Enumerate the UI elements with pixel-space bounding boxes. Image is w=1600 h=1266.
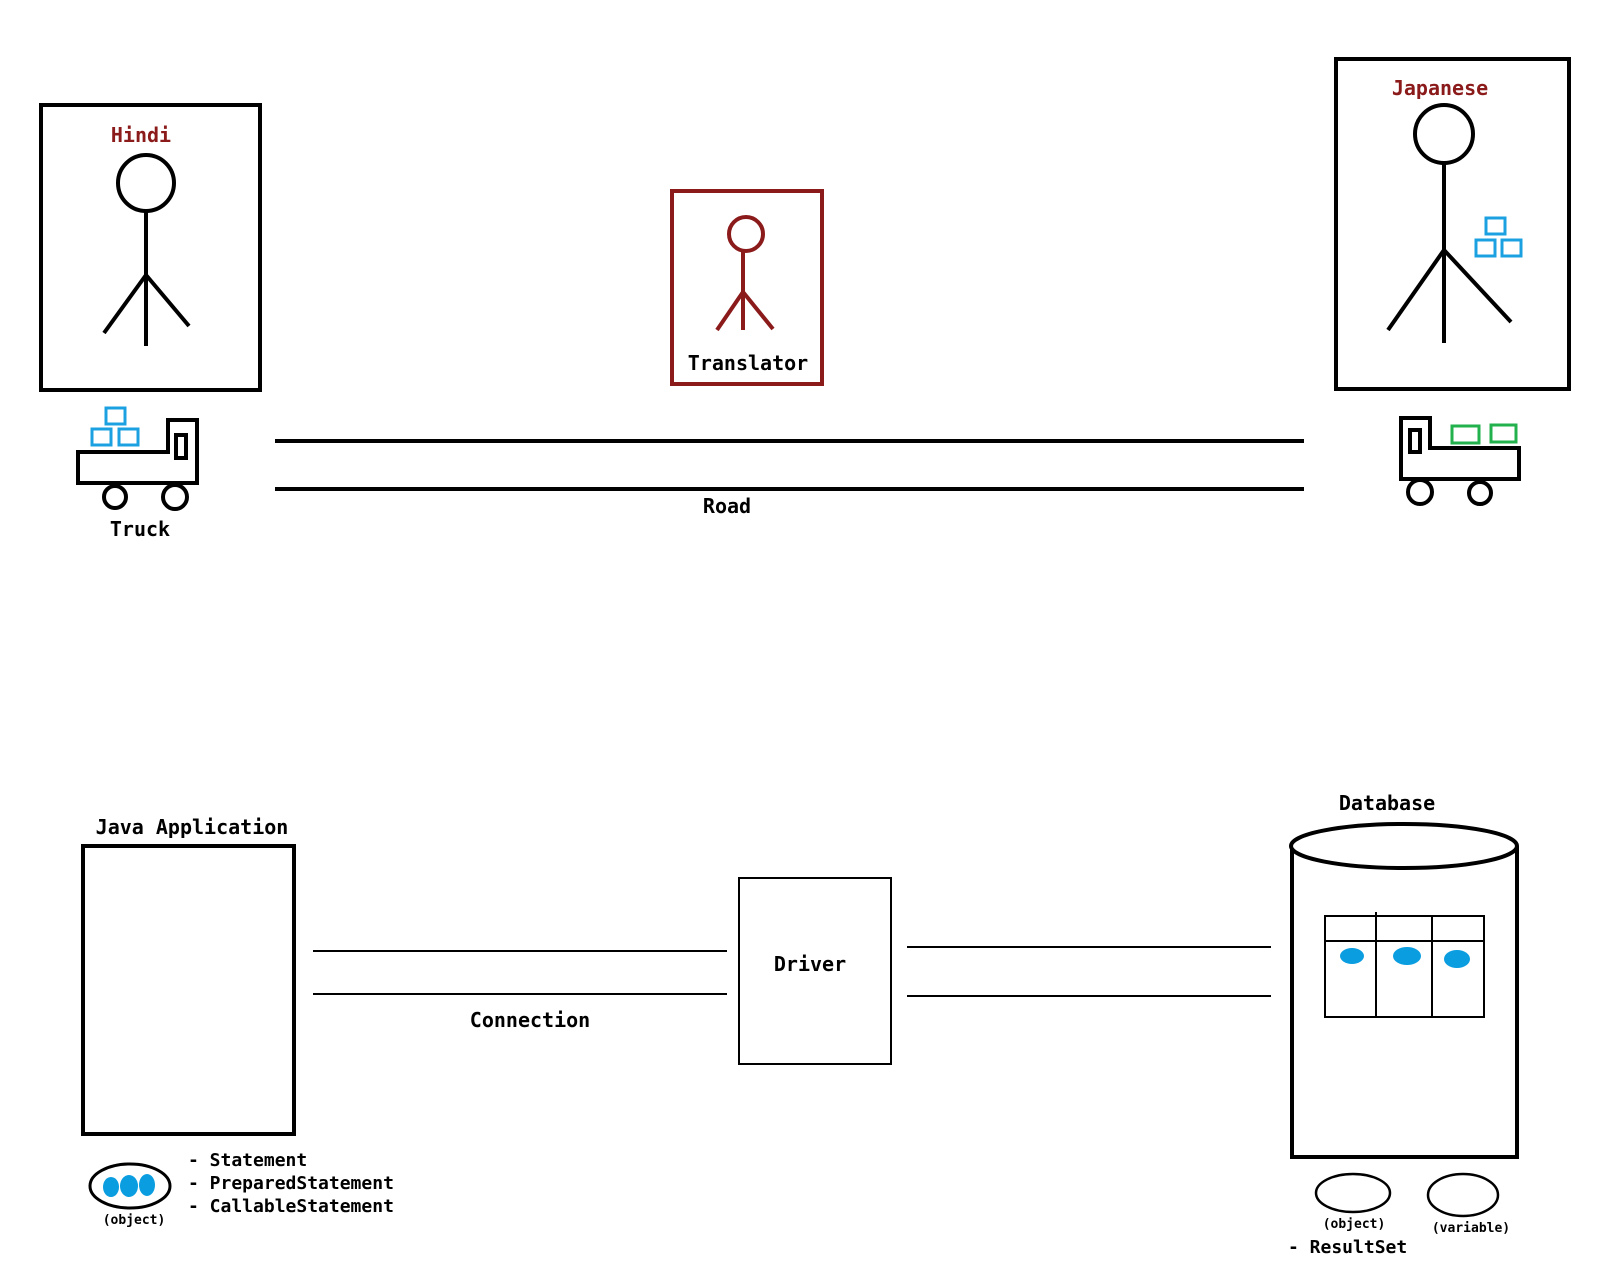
- statement-object-caption: (object): [103, 1213, 166, 1228]
- statement-object-icon: [88, 1162, 172, 1210]
- resultset-object-caption: (object): [1323, 1217, 1386, 1232]
- driver-label: Driver: [774, 952, 846, 976]
- database-label: Database: [1339, 791, 1435, 815]
- statement-type-item: - Statement: [188, 1150, 307, 1171]
- hindi-stick-figure-icon: [102, 153, 191, 346]
- hindi-person-group: Hindi: [39, 103, 262, 392]
- statement-types-list: - Statement - PreparedStatement - Callab…: [188, 1150, 394, 1217]
- translator-box: [670, 189, 824, 386]
- java-application-box: [81, 844, 296, 1136]
- connection-lines: [313, 950, 727, 995]
- right-truck-icon: [1399, 416, 1521, 506]
- japanese-person-group: Japanese: [1334, 57, 1571, 391]
- translator-stick-figure-icon: [715, 215, 775, 332]
- driver-database-lines: [907, 946, 1271, 997]
- japanese-stick-figure-icon: [1386, 103, 1513, 343]
- japanese-box: [1334, 57, 1571, 391]
- connection-label: Connection: [470, 1008, 590, 1032]
- hindi-box: [39, 103, 262, 392]
- java-application-label: Java Application: [96, 815, 289, 839]
- truck-label: Truck: [110, 517, 170, 541]
- resultset-label: - ResultSet: [1288, 1237, 1407, 1258]
- translator-label: Translator: [688, 351, 808, 375]
- resultset-variable-caption: (variable): [1432, 1221, 1510, 1236]
- resultset-object-icon: [1314, 1172, 1392, 1214]
- driver-box: [738, 877, 892, 1065]
- japanese-label: Japanese: [1392, 76, 1488, 100]
- japanese-cargo-boxes-icon: [1474, 216, 1523, 258]
- road-label: Road: [703, 494, 751, 518]
- road: [275, 439, 1304, 491]
- database-table-icon: [1324, 912, 1485, 1018]
- statement-type-item: - PreparedStatement: [188, 1173, 394, 1194]
- database-cylinder-icon: [1289, 822, 1519, 1159]
- hindi-label: Hindi: [111, 123, 171, 147]
- translator-group: Translator: [670, 189, 824, 386]
- left-truck-icon: Truck: [76, 406, 199, 541]
- statement-type-item: - CallableStatement: [188, 1196, 394, 1217]
- resultset-variable-icon: [1426, 1172, 1500, 1218]
